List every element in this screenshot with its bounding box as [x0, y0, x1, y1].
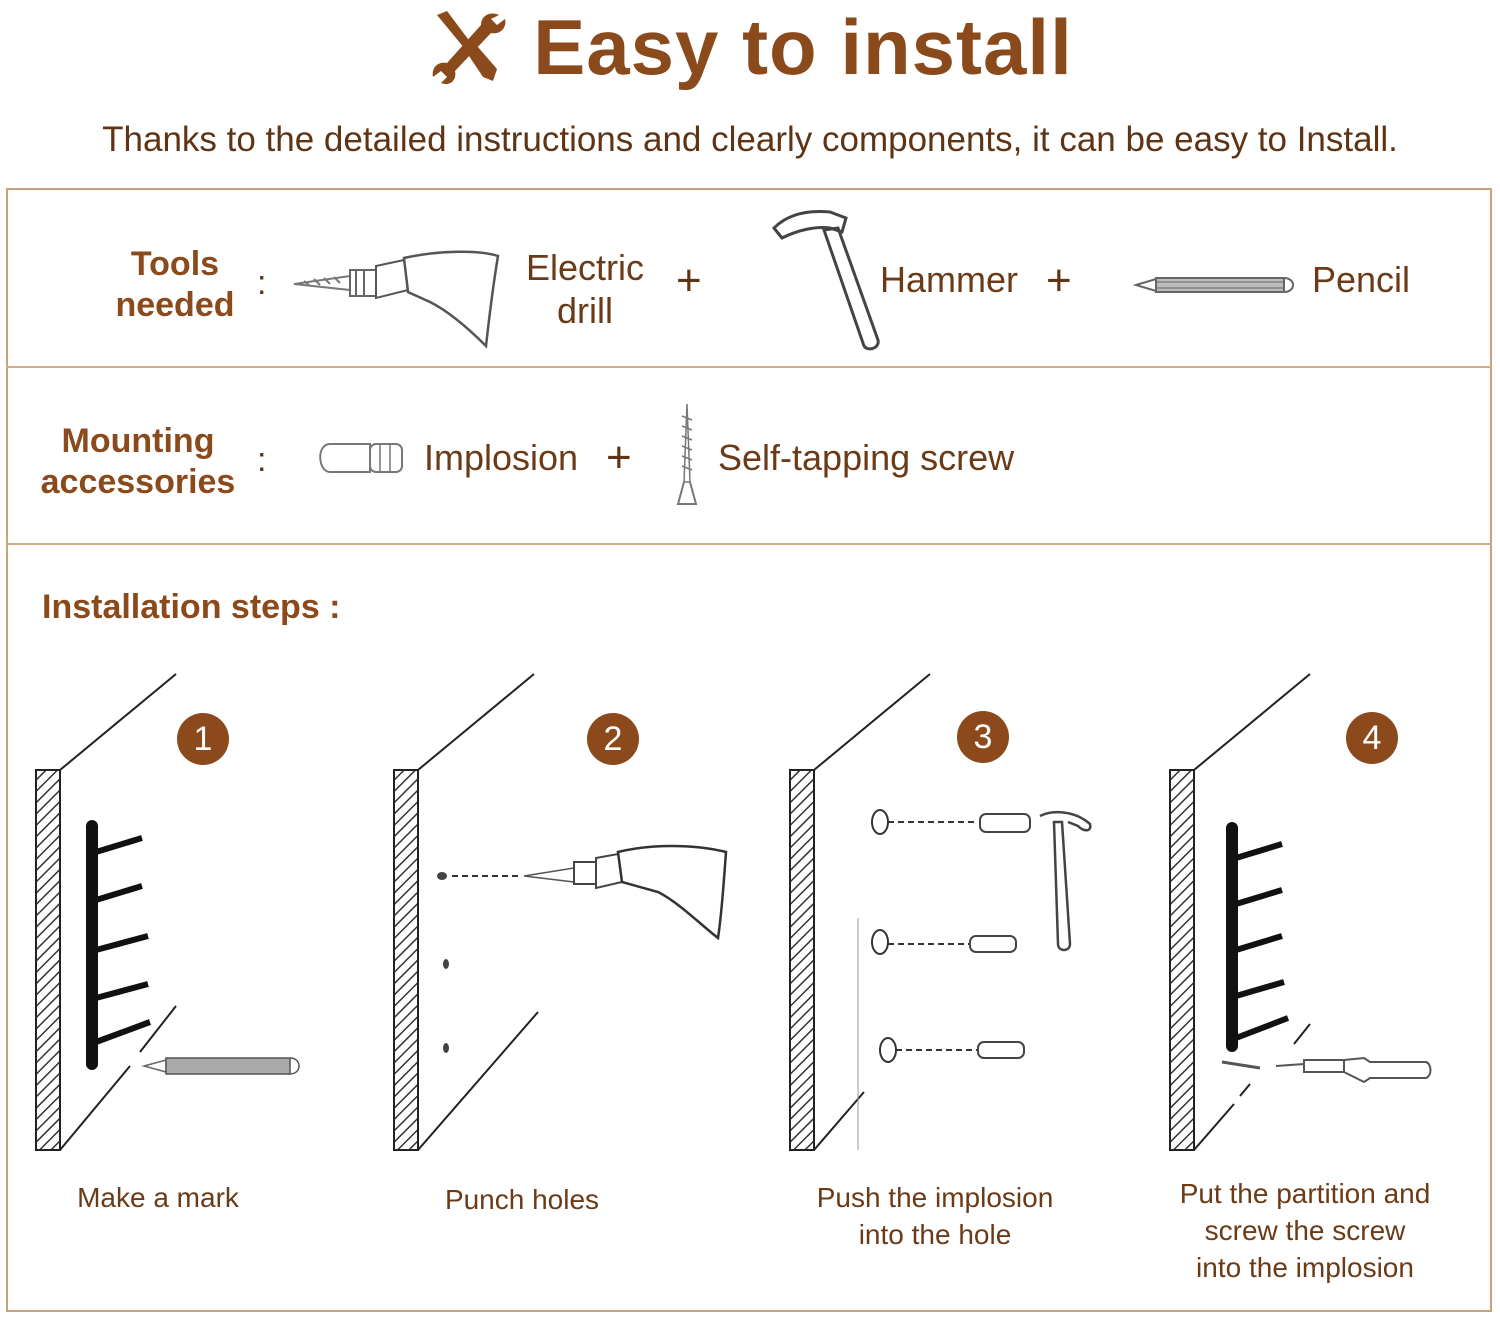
- divider-tools: [6, 366, 1492, 368]
- tool-drill-label-line1: Electric: [525, 247, 645, 288]
- step1-illustration: [35, 673, 300, 1151]
- step3-illustration: [789, 673, 1092, 1151]
- tool-drill-label: Electric drill: [510, 246, 660, 332]
- pencil-icon: [1132, 277, 1294, 293]
- step-4-caption-line1: Put the partition and: [1179, 1178, 1431, 1209]
- tool-pencil-label: Pencil: [1312, 259, 1411, 300]
- tools-label-line1: Tools: [130, 245, 220, 283]
- plus-sign: +: [676, 256, 702, 305]
- instructions-panel: [6, 188, 1492, 1312]
- accessory-screw-label: Self-tapping screw: [718, 437, 1015, 478]
- tools-icon: [432, 11, 506, 85]
- tools-label: Tools needed: [80, 244, 270, 326]
- step-3-badge: 3: [957, 711, 1009, 763]
- step-1-badge: 1: [177, 713, 229, 765]
- accessories-label-line2: accessories: [40, 462, 236, 501]
- step-1-caption: Make a mark: [77, 1182, 239, 1213]
- step2-illustration: [393, 673, 728, 1151]
- hammer-icon: [771, 210, 880, 351]
- page-title: Easy to install: [533, 3, 1073, 91]
- steps-heading: Installation steps :: [42, 588, 341, 626]
- electric-drill-icon: [293, 250, 500, 349]
- accessory-implosion-label: Implosion: [424, 437, 579, 478]
- tools-colon: :: [257, 264, 267, 302]
- step-4-caption-line2: screw the screw: [1204, 1214, 1406, 1246]
- screw-icon: [676, 403, 698, 505]
- accessories-label-line1: Mounting: [61, 422, 215, 460]
- step4-illustration: [1169, 673, 1432, 1151]
- step-4-caption: Put the partition and screw the screw in…: [1150, 1176, 1460, 1287]
- plus-sign: +: [606, 433, 632, 482]
- accessories-colon: :: [257, 441, 267, 479]
- accessories-label: Mounting accessories: [22, 421, 254, 503]
- step-3-caption: Push the implosion into the hole: [790, 1180, 1080, 1254]
- divider-accessories: [6, 543, 1492, 545]
- tools-label-line2: needed: [115, 285, 235, 324]
- step-2-caption: Punch holes: [444, 1184, 600, 1215]
- tool-hammer-label: Hammer: [880, 259, 1019, 300]
- step-4-caption-line3: into the implosion: [1196, 1251, 1414, 1283]
- tool-drill-label-line2: drill: [556, 290, 613, 332]
- page-subtitle: Thanks to the detailed instructions and …: [102, 120, 1398, 159]
- title-row: Easy to install: [0, 2, 1500, 92]
- step-4-badge: 4: [1346, 712, 1398, 764]
- plus-sign: +: [1046, 256, 1072, 305]
- step-3-caption-line1: Push the implosion: [816, 1182, 1054, 1213]
- step-2-badge: 2: [587, 713, 639, 765]
- wall-anchor-icon: [319, 443, 403, 473]
- step-3-caption-line2: into the hole: [858, 1218, 1012, 1250]
